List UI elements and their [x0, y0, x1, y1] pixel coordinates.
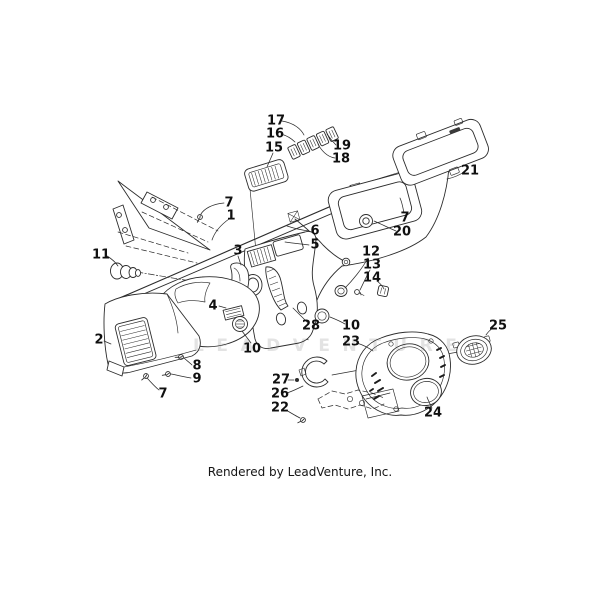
harness-cable — [294, 218, 345, 262]
support-bracket — [296, 388, 400, 427]
callout-15: 15 — [265, 141, 283, 156]
grommet — [334, 285, 348, 297]
speedometer-opening — [386, 343, 430, 381]
lower-closure-panel — [103, 292, 201, 383]
callout-13: 13 — [363, 258, 381, 273]
leader-lines — [103, 120, 494, 419]
callout-10: 10 — [243, 342, 261, 357]
tachometer-opening — [410, 377, 442, 407]
instrument-pod — [355, 331, 451, 416]
gauge-bezel-ring — [295, 356, 329, 388]
radio-slot — [272, 234, 304, 257]
callout-10: 10 — [342, 319, 360, 334]
cable-fitting — [341, 257, 351, 267]
side-access-panel — [392, 118, 489, 186]
screw-icon — [354, 289, 365, 296]
callout-24: 24 — [424, 406, 442, 421]
callout-7: 7 — [224, 196, 233, 211]
callout-26: 26 — [271, 387, 289, 402]
callout-17: 17 — [267, 114, 285, 129]
callout-8: 8 — [192, 359, 201, 374]
callout-19: 19 — [333, 139, 351, 154]
callout-11: 11 — [92, 248, 110, 263]
trim-plug — [314, 308, 330, 324]
gauge-face-pattern — [465, 342, 482, 357]
warning-label — [222, 305, 245, 321]
vent-clips — [287, 126, 339, 160]
mount-slot — [275, 312, 287, 326]
callout-14: 14 — [363, 271, 381, 286]
callout-23: 23 — [342, 335, 360, 350]
callout-7: 7 — [158, 387, 167, 402]
screw-dot — [295, 378, 299, 382]
edge-clip-icon — [287, 210, 301, 223]
callout-6: 6 — [310, 224, 319, 239]
callout-7: 7 — [400, 211, 409, 226]
latch-hole — [359, 214, 373, 228]
trim-plugs — [232, 308, 330, 332]
glovebox-frame — [327, 172, 423, 240]
callout-1: 1 — [226, 209, 235, 224]
callout-9: 9 — [192, 372, 201, 387]
watermark: LEADVENTURE — [193, 336, 469, 356]
callout-2: 2 — [94, 333, 103, 348]
callout-3: 3 — [233, 244, 242, 259]
speedometer-gauge — [452, 335, 492, 365]
vent-opening — [246, 244, 277, 268]
callout-28: 28 — [302, 319, 320, 334]
indicator-cluster-marks — [369, 347, 446, 400]
upper-dash-panel — [107, 157, 450, 309]
callout-16: 16 — [266, 127, 284, 142]
mounting-bracket — [112, 180, 219, 264]
callout-5: 5 — [310, 238, 319, 253]
callout-25: 25 — [489, 319, 507, 334]
callout-20: 20 — [393, 225, 411, 240]
callout-18: 18 — [332, 152, 350, 167]
clip-nut — [376, 284, 390, 298]
brand-logo-badge — [449, 127, 461, 134]
accessory-switch — [110, 262, 142, 280]
footer-credit: Rendered by LeadVenture, Inc. — [207, 465, 393, 479]
callout-12: 12 — [362, 245, 380, 260]
callout-4: 4 — [208, 299, 217, 314]
mount-slot — [296, 301, 308, 315]
top-vent-grille — [244, 159, 289, 192]
fastener-set — [334, 284, 390, 298]
callout-22: 22 — [271, 401, 289, 416]
lower-vent-grille — [114, 317, 157, 367]
callout-27: 27 — [272, 373, 290, 388]
callout-21: 21 — [461, 164, 479, 179]
